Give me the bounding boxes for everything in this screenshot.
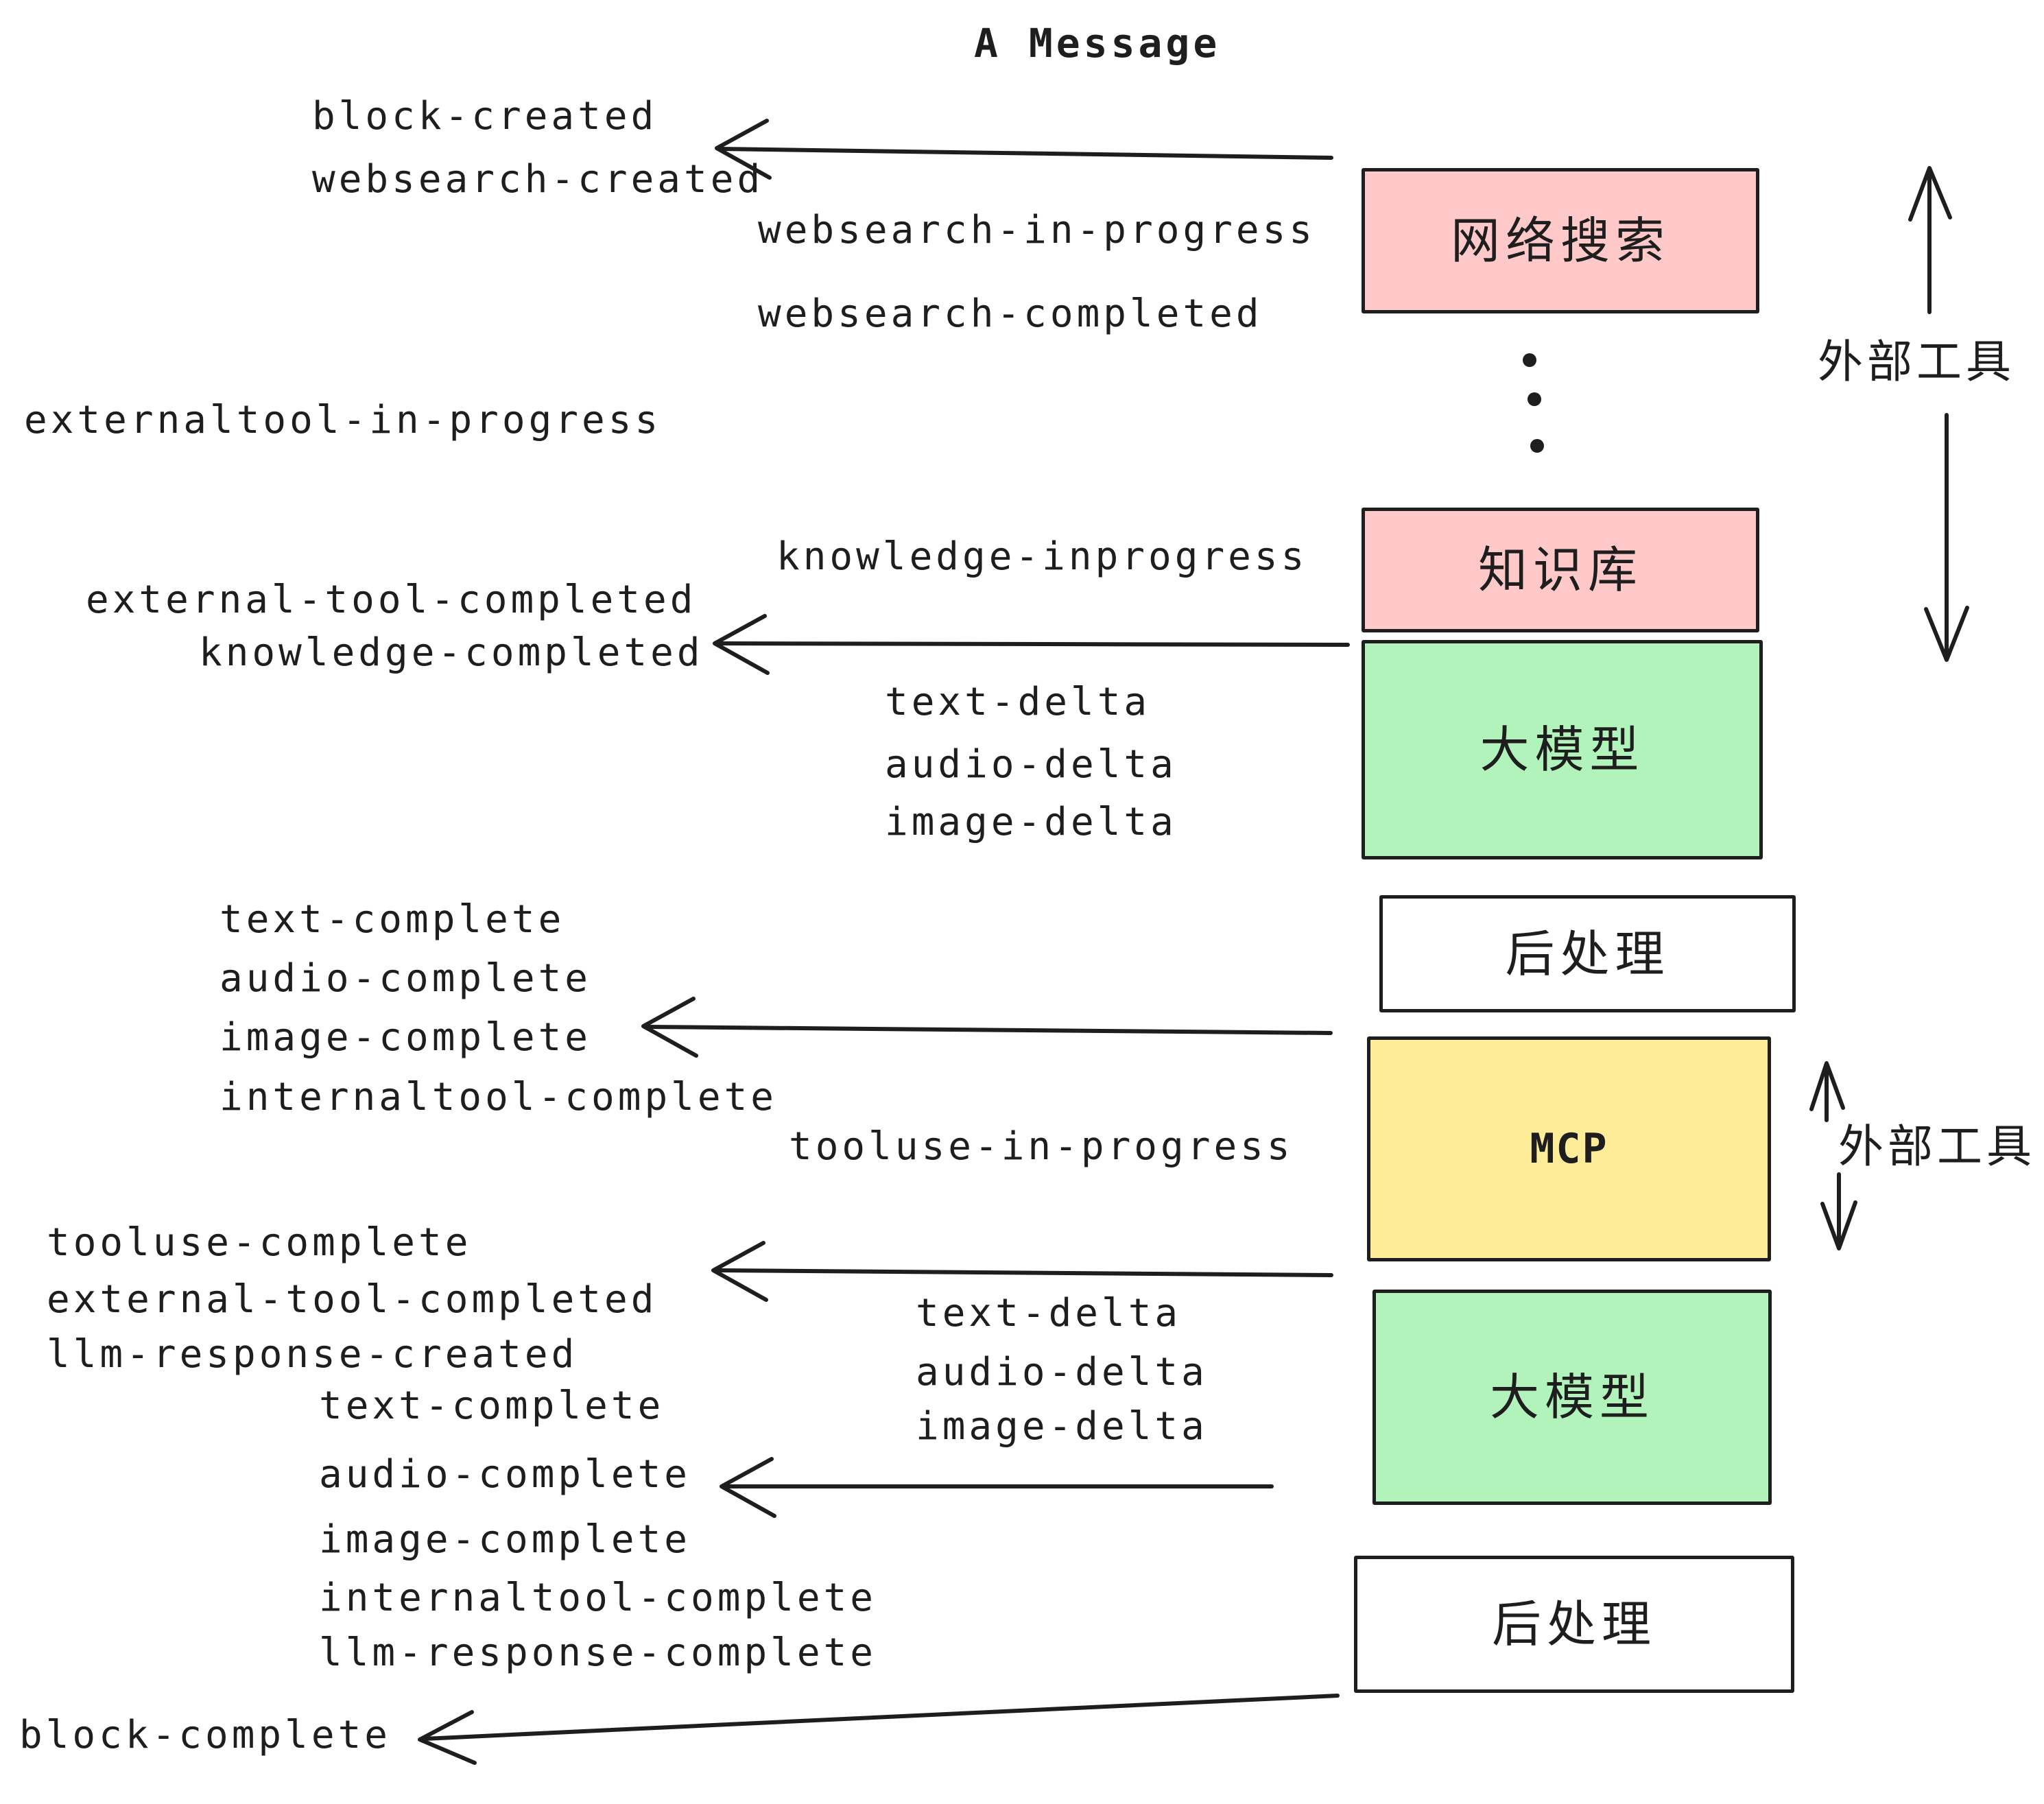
arrow-knowledge-completed-head <box>715 616 768 673</box>
label-external-tools-bottom: 外部工具 <box>1838 1120 2036 1173</box>
event-label-knowledge-completed: knowledge-completed <box>199 630 704 675</box>
dot <box>1523 353 1536 367</box>
arrow-block-created-line <box>720 149 1331 158</box>
event-label-block-created: block-created <box>312 94 658 139</box>
box-websearch: 网络搜索 <box>1362 168 1759 313</box>
box-postprocess-top-label: 后处理 <box>1505 925 1670 983</box>
arrow-tooluse-complete-head <box>713 1243 766 1300</box>
event-label-audio-delta-2: audio-delta <box>916 1350 1208 1394</box>
event-label-audio-complete-1: audio-complete <box>219 956 592 1001</box>
box-postprocess-bottom-label: 后处理 <box>1491 1595 1656 1653</box>
box-llm-bottom: 大模型 <box>1372 1290 1772 1505</box>
arrow-block-complete-line <box>424 1696 1338 1739</box>
box-knowledge-label: 知识库 <box>1477 541 1643 599</box>
event-label-text-complete-1: text-complete <box>219 897 565 942</box>
box-mcp: MCP <box>1367 1036 1771 1261</box>
event-label-tooluse-complete: tooluse-complete <box>47 1220 472 1265</box>
arrow-external-tools-bottom-up-head <box>1811 1063 1843 1109</box>
box-postprocess-top: 后处理 <box>1379 895 1796 1012</box>
arrow-block-complete-head <box>420 1712 475 1763</box>
event-label-llm-response-complete: llm-response-complete <box>319 1630 877 1675</box>
event-label-image-complete-1: image-complete <box>219 1015 592 1060</box>
box-mcp-label: MCP <box>1530 1125 1608 1173</box>
arrow-image-complete-line <box>647 1027 1331 1033</box>
event-label-internaltool-complete-1: internaltool-complete <box>219 1075 778 1119</box>
event-label-text-delta-1: text-delta <box>885 680 1151 724</box>
arrow-tooluse-complete-line <box>717 1270 1331 1275</box>
box-llm-top: 大模型 <box>1362 640 1763 859</box>
event-label-externaltool-in-progress: externaltool-in-progress <box>24 398 662 442</box>
event-label-image-complete-2: image-complete <box>319 1517 691 1562</box>
box-llm-bottom-label: 大模型 <box>1489 1368 1654 1426</box>
arrow-image-complete-head <box>643 999 696 1056</box>
arrow-external-tools-top-down-head <box>1926 608 1967 660</box>
event-label-text-complete-2: text-complete <box>319 1384 665 1428</box>
event-label-audio-delta-1: audio-delta <box>885 742 1177 787</box>
box-llm-top-label: 大模型 <box>1479 721 1645 779</box>
event-label-knowledge-inprogress: knowledge-inprogress <box>776 534 1308 579</box>
ellipsis-dots <box>1523 353 1544 453</box>
arrow-block-created-head <box>717 121 770 178</box>
event-label-external-tool-completed-2: external-tool-completed <box>47 1277 658 1322</box>
event-label-internaltool-complete-2: internaltool-complete <box>319 1576 877 1620</box>
box-postprocess-bottom: 后处理 <box>1354 1556 1794 1693</box>
event-label-image-delta-1: image-delta <box>885 800 1177 844</box>
event-label-external-tool-completed-1: external-tool-completed <box>86 578 697 622</box>
event-label-websearch-created: websearch-created <box>312 157 764 202</box>
event-label-tooluse-in-progress: tooluse-in-progress <box>789 1124 1294 1169</box>
arrow-knowledge-completed-line <box>718 643 1348 645</box>
label-external-tools-top: 外部工具 <box>1818 335 2015 388</box>
event-label-text-delta-2: text-delta <box>916 1291 1182 1336</box>
dot <box>1528 392 1541 406</box>
event-label-llm-response-created: llm-response-created <box>47 1332 578 1377</box>
arrow-external-tools-bottom-down-head <box>1822 1202 1855 1248</box>
event-label-image-delta-2: image-delta <box>916 1404 1208 1449</box>
box-websearch-label: 网络搜索 <box>1450 212 1670 270</box>
arrow-audio-complete-head <box>722 1459 774 1516</box>
event-label-audio-complete-2: audio-complete <box>319 1452 691 1497</box>
page-title: A Message <box>974 20 1221 67</box>
event-label-block-complete: block-complete <box>19 1713 392 1757</box>
arrow-external-tools-top-up-head <box>1910 168 1950 219</box>
event-label-websearch-completed: websearch-completed <box>758 292 1263 336</box>
dot <box>1530 439 1544 453</box>
box-knowledge: 知识库 <box>1362 508 1759 632</box>
event-label-websearch-in-progress: websearch-in-progress <box>758 208 1316 252</box>
